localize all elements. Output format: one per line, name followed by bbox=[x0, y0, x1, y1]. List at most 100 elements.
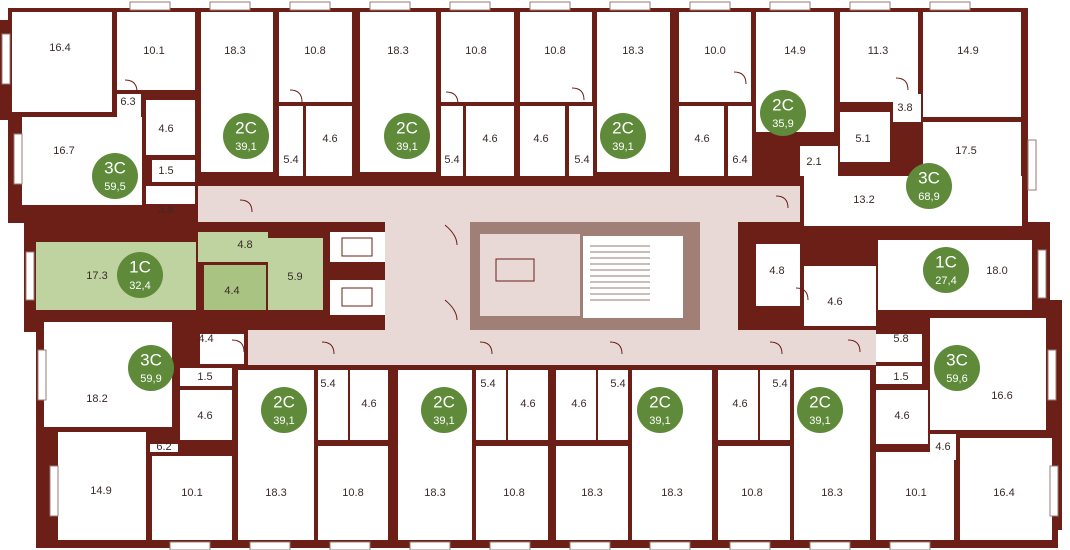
apartment-badge[interactable]: 3С 59,6 bbox=[934, 345, 980, 391]
room-area-label: 18.3 bbox=[622, 45, 643, 57]
room-area-label: 5.4 bbox=[772, 378, 787, 390]
room-area-label: 14.9 bbox=[784, 45, 805, 57]
badge-area: 39,1 bbox=[396, 141, 417, 153]
room-area-label: 10.8 bbox=[304, 45, 325, 57]
room-area-label: 18.3 bbox=[387, 45, 408, 57]
room-area-label: 4.6 bbox=[533, 133, 548, 145]
room-area-label: 14.9 bbox=[90, 485, 111, 497]
badge-area: 39,1 bbox=[273, 415, 294, 427]
room-area-label: 4.6 bbox=[732, 398, 747, 410]
badge-type: 2С bbox=[649, 392, 671, 411]
room-area-label: 3.9 bbox=[158, 204, 173, 216]
badge-area: 68,9 bbox=[918, 191, 939, 203]
room-area-label: 18.3 bbox=[265, 487, 286, 499]
room-area-label: 5.4 bbox=[444, 154, 459, 166]
badge-area: 39,1 bbox=[235, 141, 256, 153]
badge-area: 39,1 bbox=[612, 141, 633, 153]
room-area-label: 16.6 bbox=[991, 390, 1012, 402]
apartment-badges: 3С 59,5 2С 39,1 2С 39,1 2С 39,1 2С 35,9 … bbox=[92, 90, 980, 433]
room-area-label: 4.6 bbox=[935, 441, 950, 453]
rooms-bottom bbox=[44, 318, 1052, 540]
room-area-label: 6.3 bbox=[120, 96, 135, 108]
room-area-label: 10.1 bbox=[143, 45, 164, 57]
apartment-badge[interactable]: 2С 39,1 bbox=[421, 387, 467, 433]
room-area-label: 4.6 bbox=[571, 398, 586, 410]
room-area-label: 4.4 bbox=[224, 285, 239, 297]
room-area-label: 10.8 bbox=[741, 487, 762, 499]
apartment-badge[interactable]: 2С 39,1 bbox=[384, 113, 430, 159]
room-area-label: 17.5 bbox=[955, 145, 976, 157]
lift-icons bbox=[341, 237, 650, 307]
room-area-label: 5.4 bbox=[283, 154, 298, 166]
room-area-label: 10.8 bbox=[503, 487, 524, 499]
room-area-label: 10.1 bbox=[181, 487, 202, 499]
badge-type: 3С bbox=[104, 158, 126, 177]
room-area-label: 5.1 bbox=[855, 133, 870, 145]
room-area-label: 4.4 bbox=[198, 333, 213, 345]
room-area-label: 4.6 bbox=[827, 296, 842, 308]
room-area-label: 10.1 bbox=[905, 487, 926, 499]
room-area-label: 10.8 bbox=[342, 487, 363, 499]
room-area-label: 17.3 bbox=[86, 270, 107, 282]
apartment-badge[interactable]: 2С 39,1 bbox=[223, 113, 269, 159]
room-area-label: 4.6 bbox=[520, 398, 535, 410]
badge-area: 39,1 bbox=[433, 415, 454, 427]
room-area-label: 10.8 bbox=[465, 45, 486, 57]
room-area-label: 4.8 bbox=[769, 265, 784, 277]
room-area-label: 10.8 bbox=[544, 45, 565, 57]
room-area-label: 10.0 bbox=[704, 45, 725, 57]
room-area-label: 4.6 bbox=[322, 133, 337, 145]
apartment-badge[interactable]: 2С 39,1 bbox=[637, 387, 683, 433]
apartment-badge[interactable]: 1С 32,4 bbox=[117, 252, 163, 298]
badge-area: 39,1 bbox=[649, 415, 670, 427]
apartment-badge[interactable]: 2С 39,1 bbox=[261, 387, 307, 433]
badge-type: 1С bbox=[129, 257, 151, 276]
badge-type: 3С bbox=[946, 350, 968, 369]
room-area-label: 2.1 bbox=[806, 156, 821, 168]
apartment-badge[interactable]: 3С 59,5 bbox=[92, 153, 138, 199]
room-area-label: 18.3 bbox=[581, 487, 602, 499]
lift-icon bbox=[495, 258, 535, 282]
room-area-label: 4.6 bbox=[158, 123, 173, 135]
room-area-label: 5.9 bbox=[287, 271, 302, 283]
room-area-label: 16.7 bbox=[53, 145, 74, 157]
badge-type: 2С bbox=[772, 95, 794, 114]
room-area-label: 14.9 bbox=[957, 45, 978, 57]
badge-area: 59,6 bbox=[946, 373, 967, 385]
apartment-badge[interactable]: 3С 68,9 bbox=[906, 163, 952, 209]
room-area-label: 1.5 bbox=[893, 371, 908, 383]
badge-type: 2С bbox=[396, 118, 418, 137]
room-area-label: 18.0 bbox=[986, 265, 1007, 277]
room-area-label: 5.4 bbox=[320, 378, 335, 390]
badge-area: 59,5 bbox=[104, 181, 125, 193]
badge-area: 39,1 bbox=[809, 415, 830, 427]
room-area-label: 18.3 bbox=[821, 487, 842, 499]
badge-type: 3С bbox=[918, 168, 940, 187]
room-area-label: 4.6 bbox=[894, 410, 909, 422]
room-area-label: 13.2 bbox=[853, 194, 874, 206]
door-swings bbox=[124, 71, 909, 355]
room-area-label: 16.4 bbox=[993, 487, 1014, 499]
badge-type: 2С bbox=[273, 392, 295, 411]
apartment-badge[interactable]: 3С 59,9 bbox=[128, 345, 174, 391]
lift-icon bbox=[341, 287, 373, 307]
room-area-label: 4.8 bbox=[237, 239, 252, 251]
apartment-badge[interactable]: 2С 39,1 bbox=[600, 113, 646, 159]
room-area-label: 16.4 bbox=[49, 42, 70, 54]
room-area-label: 4.6 bbox=[197, 410, 212, 422]
room-area-label: 5.8 bbox=[893, 333, 908, 345]
badge-area: 59,9 bbox=[140, 373, 161, 385]
apartment-badge[interactable]: 2С 35,9 bbox=[760, 90, 806, 136]
lift-icon bbox=[341, 237, 373, 257]
badge-area: 27,4 bbox=[935, 275, 956, 287]
room-area-label: 6.4 bbox=[732, 154, 747, 166]
room-area-label: 1.5 bbox=[158, 165, 173, 177]
room-area-label: 11.3 bbox=[868, 45, 889, 57]
room-area-label: 6.2 bbox=[156, 441, 171, 453]
apartment-badge[interactable]: 2С 39,1 bbox=[797, 387, 843, 433]
apartment-badge[interactable]: 1С 27,4 bbox=[923, 247, 969, 293]
unit-1c-highlight[interactable] bbox=[36, 232, 323, 310]
room-labels: 16.4 10.1 6.3 4.6 16.7 1.5 3.9 18.3 10.8… bbox=[49, 42, 1014, 499]
room-area-label: 5.4 bbox=[480, 378, 495, 390]
